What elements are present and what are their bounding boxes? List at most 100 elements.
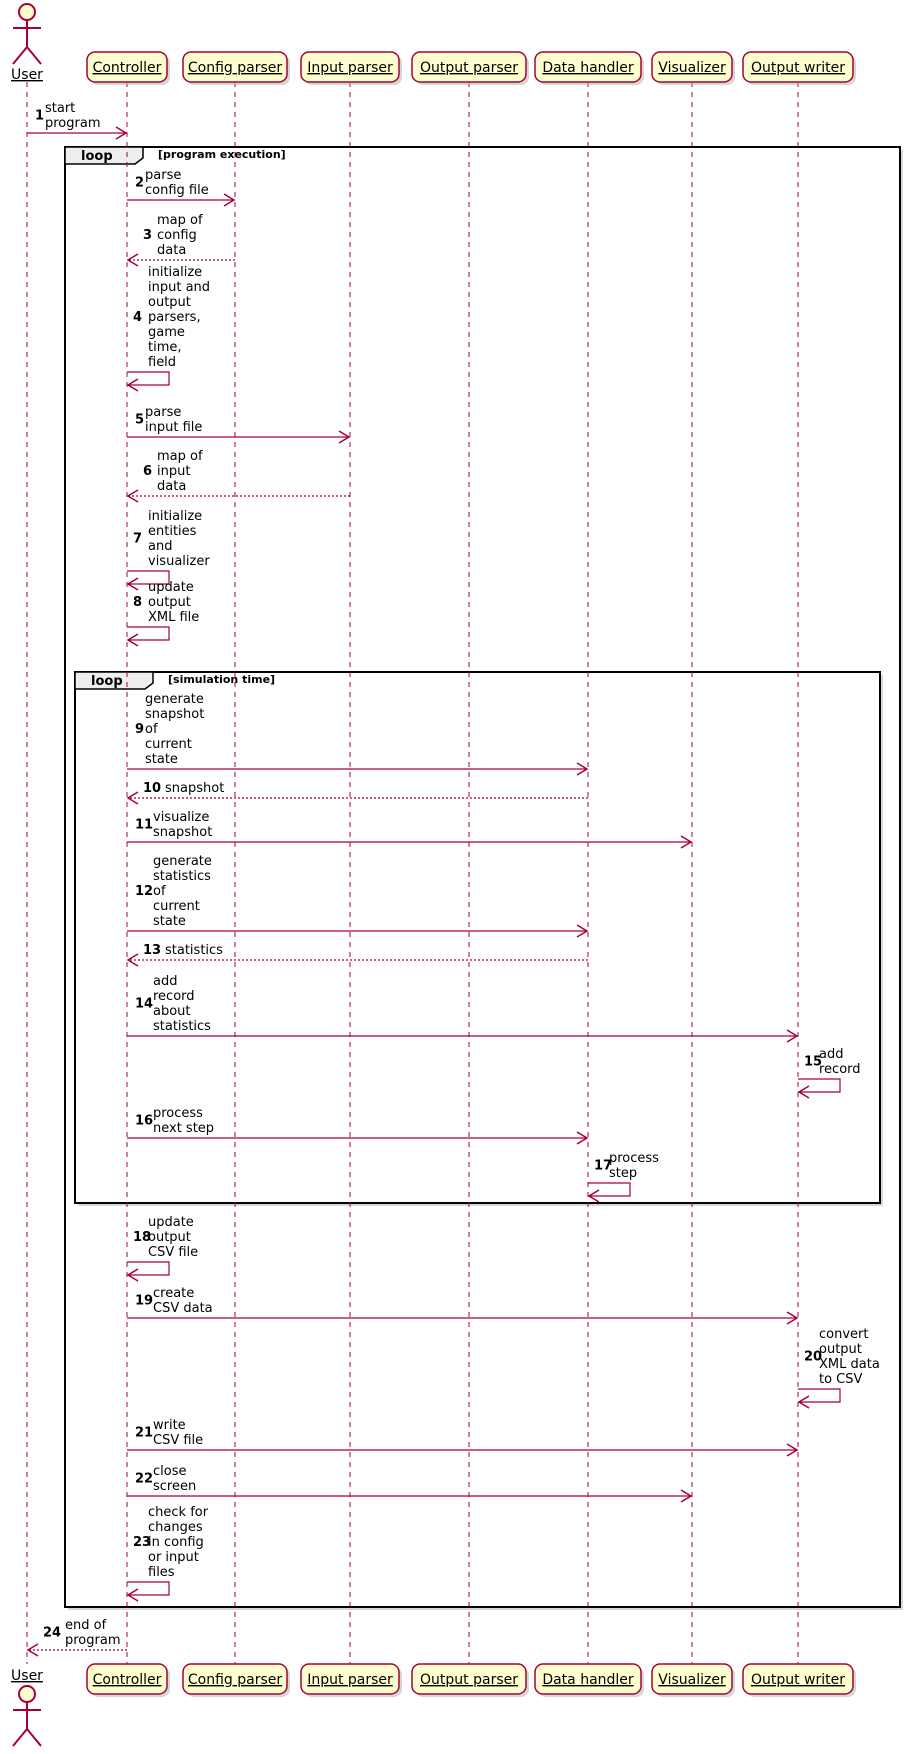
participant-label-input: Input parser [307, 60, 393, 76]
message-number: 12 [135, 884, 153, 899]
participant-label-controller: Controller [93, 60, 162, 76]
participant-box-data: Data handler [534, 1663, 644, 1697]
message-label: statistics [165, 943, 223, 958]
message-number: 8 [133, 595, 142, 610]
message-number: 1 [35, 109, 44, 124]
participant-box-controller: Controller [86, 51, 170, 85]
participant-label-input: Input parser [307, 1672, 393, 1688]
message-number: 3 [143, 228, 152, 243]
message-number: 5 [135, 413, 144, 428]
message-number: 10 [143, 781, 161, 796]
message-number: 14 [135, 997, 153, 1012]
participant-label-data: Data handler [542, 1672, 634, 1688]
message-10: 10 snapshot [126, 781, 588, 805]
participant-label-visualizer: Visualizer [658, 60, 726, 76]
participant-box-controller: Controller [86, 1663, 170, 1697]
loop-label: loop [91, 674, 123, 689]
message-number: 20 [804, 1350, 822, 1365]
message-number: 4 [133, 310, 142, 325]
message-label: snapshot [165, 781, 224, 796]
participant-label-data: Data handler [542, 60, 634, 76]
participant-label-output: Output parser [420, 1672, 518, 1688]
loop-label: loop [81, 149, 113, 164]
participant-box-visualizer: Visualizer [651, 1663, 735, 1697]
participant-label-user: User [11, 1668, 43, 1684]
participant-box-config: Config parser [182, 1663, 290, 1697]
message-number: 17 [594, 1159, 612, 1174]
participant-label-writer: Output writer [751, 60, 845, 76]
participant-label-visualizer: Visualizer [658, 1672, 726, 1688]
participant-box-data: Data handler [534, 51, 644, 85]
loop-guard: [program execution] [158, 148, 286, 161]
message-number: 6 [143, 464, 152, 479]
participant-label-config: Config parser [188, 1672, 282, 1688]
message-number: 24 [43, 1626, 61, 1641]
participant-box-input: Input parser [300, 51, 402, 85]
participant-box-writer: Output writer [742, 51, 856, 85]
participant-box-input: Input parser [300, 1663, 402, 1697]
message-number: 22 [135, 1472, 153, 1487]
message-number: 11 [135, 818, 153, 833]
participant-label-user: User [11, 67, 43, 83]
participant-label-config: Config parser [188, 60, 282, 76]
message-number: 16 [135, 1114, 153, 1129]
actor-user-icon [12, 1685, 42, 1747]
participant-box-output: Output parser [411, 51, 529, 85]
participant-box-writer: Output writer [742, 1663, 856, 1697]
message-number: 21 [135, 1426, 153, 1441]
message-number: 7 [133, 532, 142, 547]
actor-user-icon [12, 3, 42, 65]
loop-guard: [simulation time] [168, 673, 275, 686]
loop-frame-simulation-time: loop [simulation time] [74, 671, 883, 1206]
participant-box-output: Output parser [411, 1663, 529, 1697]
message-number: 19 [135, 1294, 153, 1309]
message-number: 13 [143, 943, 161, 958]
message-number: 23 [133, 1535, 151, 1550]
participant-box-config: Config parser [182, 51, 290, 85]
participant-box-visualizer: Visualizer [651, 51, 735, 85]
message-number: 15 [804, 1055, 822, 1070]
message-number: 9 [135, 722, 144, 737]
message-number: 18 [133, 1230, 151, 1245]
message-number: 2 [135, 176, 144, 191]
message-13: 13 statistics [126, 943, 588, 967]
